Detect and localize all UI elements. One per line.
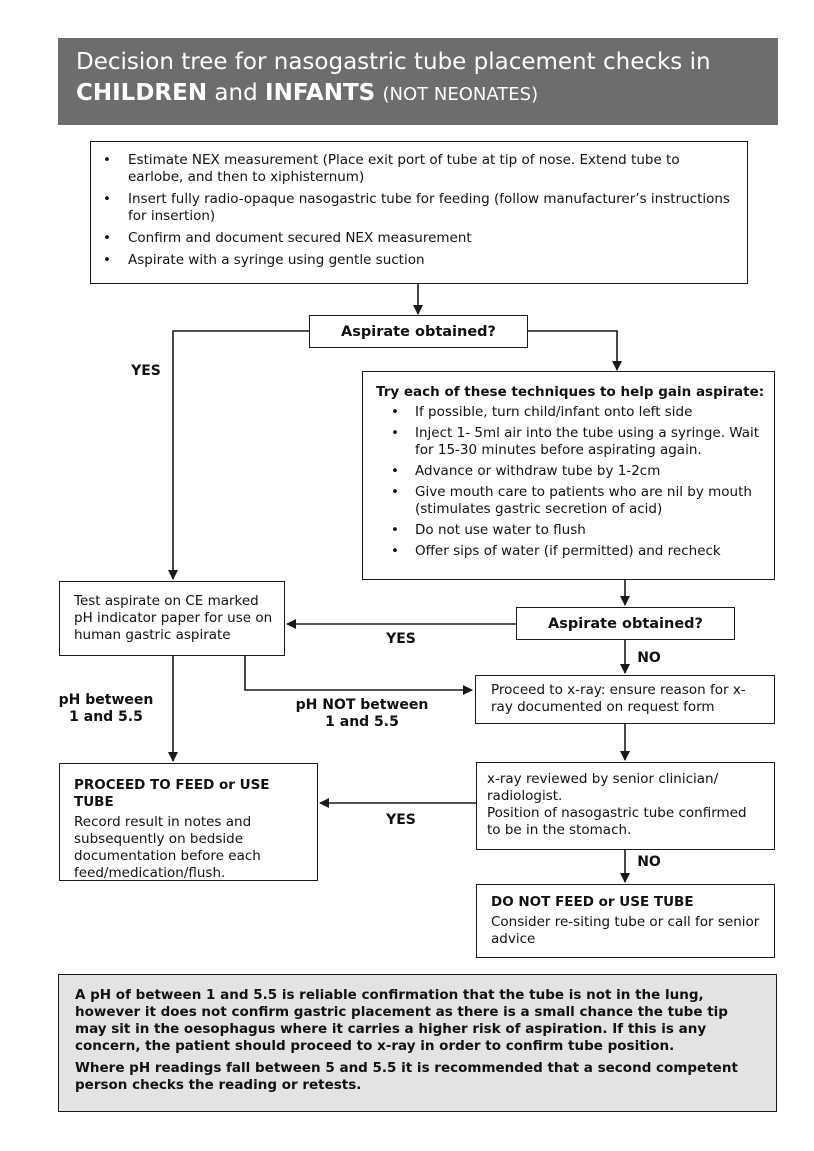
arrow-q1-no xyxy=(528,330,622,371)
label-ph-not-between-line2: 1 and 5.5 xyxy=(325,714,399,730)
list-item: Offer sips of water (if permitted) and r… xyxy=(363,543,766,560)
arrow-q1-yes xyxy=(168,330,310,580)
decision-aspirate-obtained-1: Aspirate obtained? xyxy=(309,315,528,348)
initial-steps-box: Estimate NEX measurement (Place exit por… xyxy=(90,141,748,284)
label-no-q2: NO xyxy=(637,650,661,666)
title-not-neonates: (NOT NEONATES) xyxy=(382,84,539,105)
list-item: Advance or withdraw tube by 1-2cm xyxy=(363,463,766,480)
feed-box-body: Record result in notes and subsequently … xyxy=(74,814,261,881)
techniques-list: If possible, turn child/infant onto left… xyxy=(363,404,766,560)
xray-review-box: x-ray reviewed by senior clinician/ radi… xyxy=(476,762,775,850)
list-item: If possible, turn child/infant onto left… xyxy=(363,404,766,421)
label-ph-between: pH between 1 and 5.5 xyxy=(54,692,158,726)
title-children: CHILDREN xyxy=(76,80,208,106)
proceed-to-feed-box: PROCEED TO FEED or USE TUBE Record resul… xyxy=(59,763,318,881)
label-no-review: NO xyxy=(637,854,661,870)
nofeed-box-body: Consider re-siting tube or call for seni… xyxy=(491,914,760,947)
label-yes-review: YES xyxy=(386,812,416,828)
arrow-ph-not-between xyxy=(244,656,473,695)
techniques-box: Try each of these techniques to help gai… xyxy=(362,371,775,580)
nofeed-box-title: DO NOT FEED or USE TUBE xyxy=(491,894,694,910)
initial-steps-list: Estimate NEX measurement (Place exit por… xyxy=(91,152,737,269)
note-paragraph-1: A pH of between 1 and 5.5 is reliable co… xyxy=(75,987,728,1054)
title-infants: INFANTS xyxy=(265,80,376,106)
do-not-feed-box: DO NOT FEED or USE TUBE Consider re-siti… xyxy=(476,884,775,958)
title-and: and xyxy=(214,80,258,106)
list-item: Insert fully radio-opaque nasogastric tu… xyxy=(91,191,737,225)
list-item: Aspirate with a syringe using gentle suc… xyxy=(91,252,737,269)
list-item: Do not use water to flush xyxy=(363,522,766,539)
test-aspirate-box: Test aspirate on CE marked pH indicator … xyxy=(59,581,285,656)
list-item: Estimate NEX measurement (Place exit por… xyxy=(91,152,737,186)
ph-guidance-note: A pH of between 1 and 5.5 is reliable co… xyxy=(58,974,777,1112)
review-box-line2: Position of nasogastric tube confirmed t… xyxy=(487,805,747,838)
title-line-2: CHILDREN and INFANTS (NOT NEONATES) xyxy=(76,77,760,111)
list-item: Confirm and document secured NEX measure… xyxy=(91,230,737,247)
page-title: Decision tree for nasogastric tube place… xyxy=(58,38,778,125)
label-yes-q2: YES xyxy=(386,631,416,647)
review-box-line1: x-ray reviewed by senior clinician/ radi… xyxy=(487,771,719,804)
proceed-to-xray-box: Proceed to x-ray: ensure reason for x-ra… xyxy=(475,675,775,724)
techniques-title: Try each of these techniques to help gai… xyxy=(376,384,765,400)
label-ph-not-between-line1: pH NOT between xyxy=(295,697,429,713)
feed-box-title: PROCEED TO FEED or USE TUBE xyxy=(74,777,270,810)
note-paragraph-2: Where pH readings fall between 5 and 5.5… xyxy=(75,1060,738,1093)
title-line-1: Decision tree for nasogastric tube place… xyxy=(76,49,711,75)
list-item: Give mouth care to patients who are nil … xyxy=(363,484,766,518)
list-item: Inject 1- 5ml air into the tube using a … xyxy=(363,425,766,459)
label-yes-q1: YES xyxy=(131,363,161,379)
label-ph-not-between: pH NOT between 1 and 5.5 xyxy=(287,697,437,731)
label-ph-between-line1: pH between xyxy=(58,692,154,708)
decision-aspirate-obtained-2: Aspirate obtained? xyxy=(516,607,735,640)
label-ph-between-line2: 1 and 5.5 xyxy=(69,709,143,725)
